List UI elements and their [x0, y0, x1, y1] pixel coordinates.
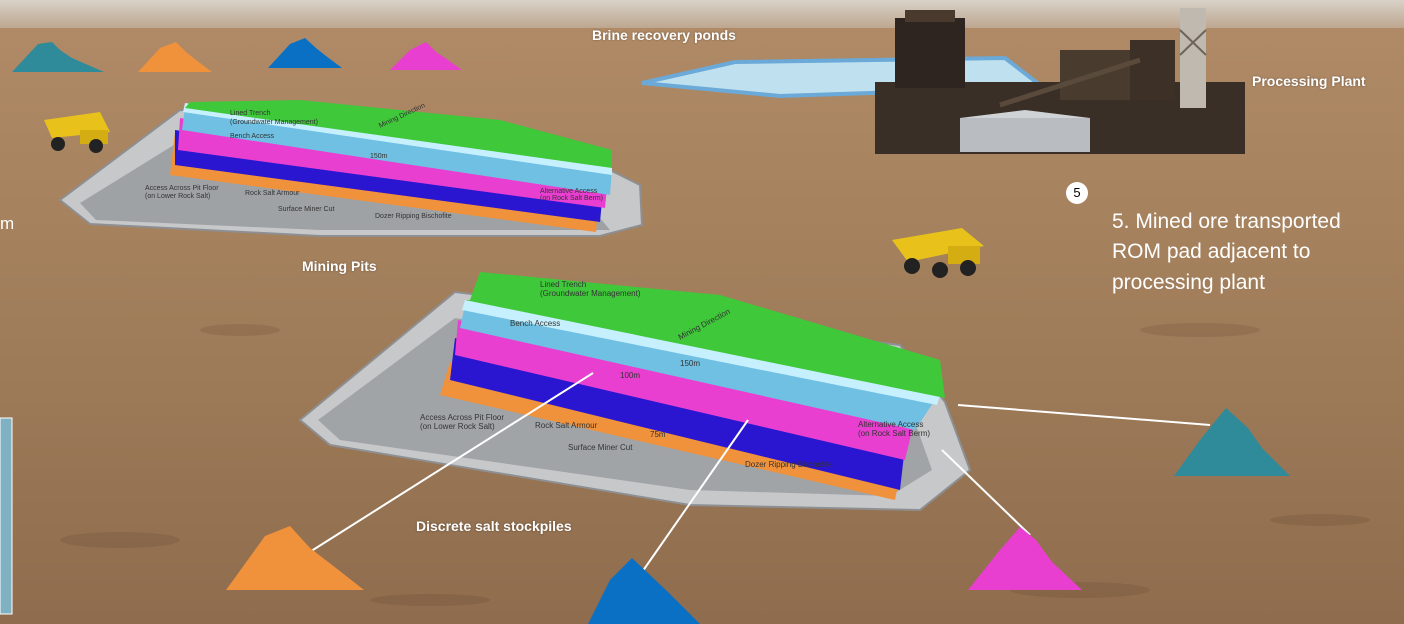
- stockpile-icon-magenta: [390, 42, 462, 70]
- stockpile-icon-blue: [268, 38, 342, 68]
- pit-back-armour: Rock Salt Armour: [245, 190, 300, 197]
- pit-front-bench: Bench Access: [510, 319, 560, 328]
- pit-back-access-sub: (on Lower Rock Salt): [145, 193, 210, 200]
- pit-front-access: Access Across Pit Floor: [420, 413, 504, 422]
- mining-pit-back: [58, 100, 644, 237]
- pit-back-miner: Surface Miner Cut: [278, 206, 334, 213]
- pit-back-bench: Bench Access: [230, 133, 274, 140]
- stockpile-icon-blue: [588, 558, 700, 624]
- pit-front-dozer: Dozer Ripping Bischofite: [745, 460, 833, 469]
- processing-plant-icon: [875, 8, 1245, 154]
- pit-back-alt: Alternative Access: [540, 188, 598, 195]
- pit-front-dist-75: 75m: [650, 430, 666, 439]
- step-description-line1: 5. Mined ore transported: [1112, 210, 1341, 233]
- stockpile-icon-teal: [1174, 408, 1290, 476]
- brine-ponds-label: Brine recovery ponds: [592, 27, 736, 43]
- mining-pit-front: [298, 272, 972, 512]
- pit-back-trench: Lined Trench: [230, 110, 271, 117]
- pit-front-armour: Rock Salt Armour: [535, 421, 598, 430]
- mining-pits-label: Mining Pits: [302, 258, 377, 274]
- pit-front-access-sub: (on Lower Rock Salt): [420, 422, 495, 431]
- pit-front-alt-sub: (on Rock Salt Berm): [858, 429, 930, 438]
- pit-back-dozer: Dozer Ripping Bischofite: [375, 213, 452, 220]
- stockpile-icon-teal: [12, 42, 104, 72]
- pit-front-trench: Lined Trench: [540, 280, 586, 289]
- haul-truck-icon: [44, 112, 110, 153]
- haul-truck-icon: [892, 228, 984, 278]
- stockpile-icon-magenta: [968, 527, 1082, 590]
- pit-front-dist-150: 150m: [680, 359, 700, 368]
- stockpile-icon-orange: [138, 42, 212, 72]
- stockpile-icon-orange: [226, 526, 364, 590]
- pit-back-alt-sub: (on Rock Salt Berm): [540, 195, 603, 202]
- step-badge: 5: [1066, 182, 1088, 204]
- pit-front-trench-sub: (Groundwater Management): [540, 289, 641, 298]
- step-description-line3: processing plant: [1112, 271, 1265, 294]
- pit-front-miner: Surface Miner Cut: [568, 443, 633, 452]
- inset-image-fragment: [0, 417, 13, 615]
- pit-back-dist: 150m: [370, 153, 388, 160]
- pit-back-access: Access Across Pit Floor: [145, 185, 219, 192]
- pit-back-trench-sub: (Groundwater Management): [230, 119, 318, 126]
- callout-lines: [304, 372, 1211, 576]
- step-description-line2: ROM pad adjacent to: [1112, 240, 1311, 263]
- pit-front-dist-100: 100m: [620, 371, 640, 380]
- stockpiles-label: Discrete salt stockpiles: [416, 518, 572, 534]
- pit-front-alt: Alternative Access: [858, 420, 923, 429]
- left-cut-text: m: [0, 214, 15, 233]
- processing-plant-label: Processing Plant: [1252, 73, 1366, 89]
